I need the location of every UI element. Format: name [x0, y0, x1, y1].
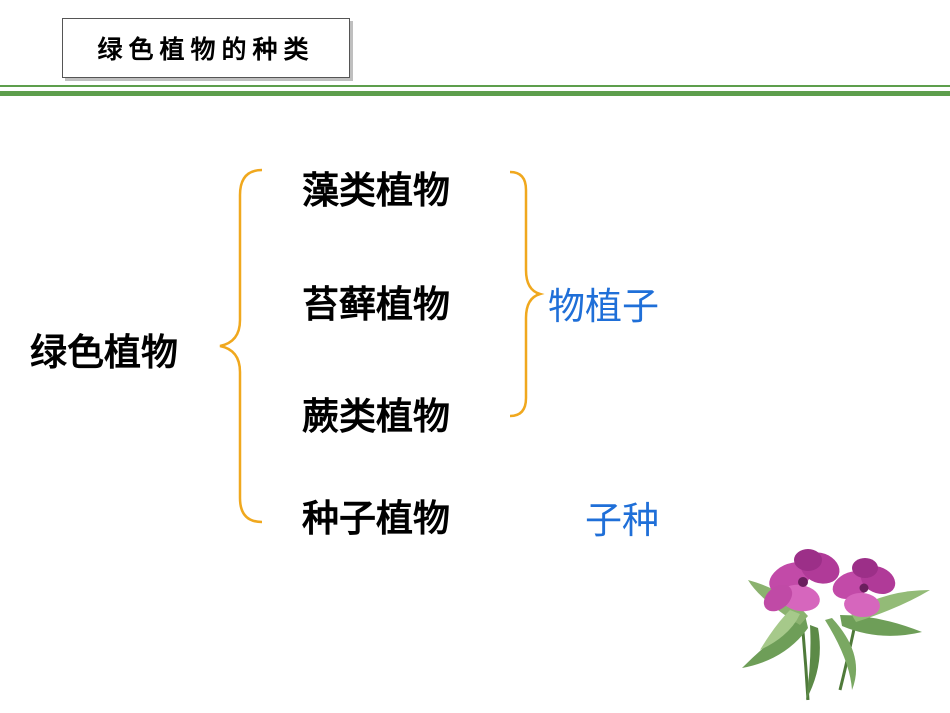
header-divider-thin — [0, 85, 950, 87]
header-divider-thick — [0, 91, 950, 96]
note-seed-plants: 子种 — [585, 499, 659, 542]
page-title: 绿色植物的种类 — [97, 35, 315, 64]
category-algae: 藻类植物 — [302, 169, 450, 212]
category-seed: 种子植物 — [302, 497, 450, 540]
title-box: 绿色植物的种类 — [62, 18, 350, 78]
category-fern: 蕨类植物 — [302, 395, 450, 438]
right-brace — [509, 170, 545, 418]
flower-icon — [763, 549, 840, 612]
flower-decoration — [742, 549, 930, 701]
category-moss: 苔藓植物 — [302, 283, 450, 326]
root-label: 绿色植物 — [30, 331, 178, 374]
note-spore-plants: 物植子 — [548, 285, 659, 328]
flower-icon — [832, 558, 896, 618]
left-brace — [219, 168, 263, 524]
